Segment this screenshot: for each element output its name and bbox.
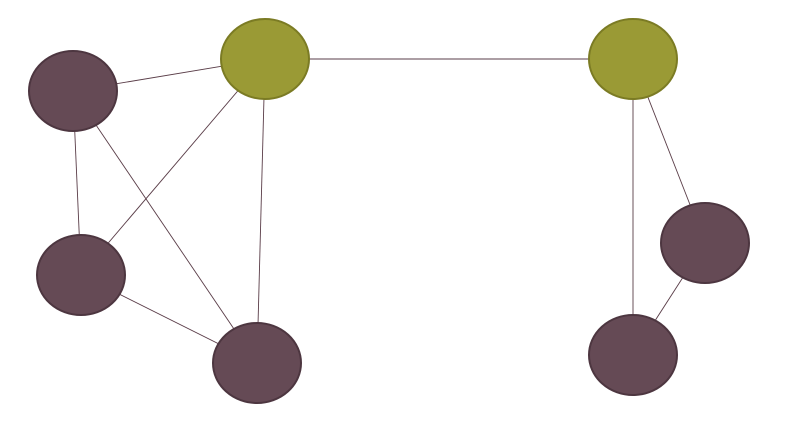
nodes-layer (28, 18, 750, 404)
edge-a-e (72, 90, 258, 364)
graph-node-f (660, 202, 750, 284)
edge-b-d (80, 58, 266, 276)
hub-node-c (588, 18, 678, 100)
graph-node-e (212, 322, 302, 404)
edge-b-e (256, 58, 266, 364)
hub-node-b (220, 18, 310, 100)
graph-node-g (588, 314, 678, 396)
graph-node-d (36, 234, 126, 316)
graph-node-a (28, 50, 118, 132)
